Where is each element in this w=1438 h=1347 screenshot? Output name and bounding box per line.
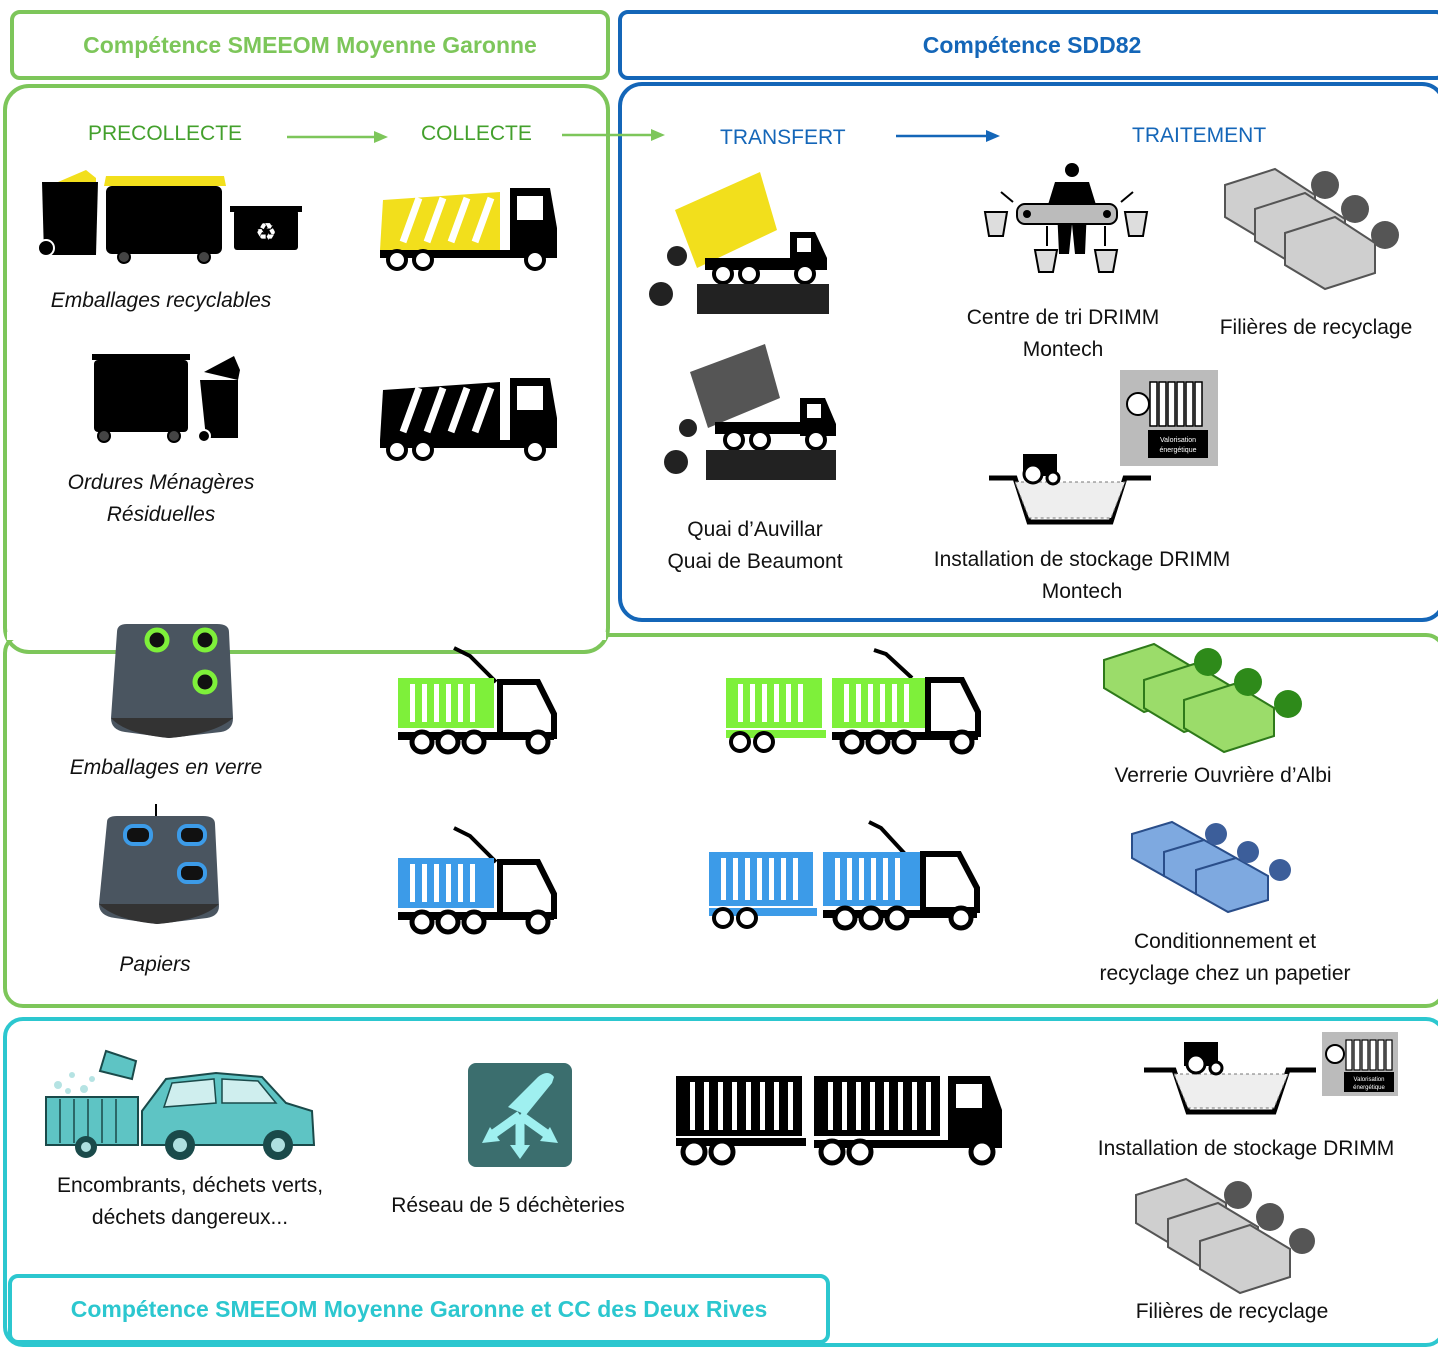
factory-grey-icon (1224, 167, 1399, 291)
label-filieres-bottom: Filières de recyclage (1135, 1300, 1329, 1323)
label-verrerie: Verrerie Ouvrière d’Albi (1114, 764, 1332, 787)
panel-join (7, 632, 606, 640)
smeeom-header-text: Compétence SMEEOM Moyenne Garonne (83, 31, 537, 58)
step-collecte: COLLECTE (421, 122, 532, 145)
flow-arrows (287, 129, 1000, 143)
black-bins-icon (92, 354, 240, 443)
recycle-symbol-icon: ♻ (255, 219, 277, 246)
valorisation-text-2: énergétique (1160, 447, 1197, 454)
valorisation-small-text-2: énergétique (1353, 1085, 1385, 1091)
label-centre-tri-line1: Centre de tri DRIMM (966, 306, 1160, 329)
sorting-center-icon (983, 163, 1149, 273)
label-omr-line1: Ordures Ménagères (67, 471, 255, 494)
paper-container-icon (99, 804, 219, 924)
label-papetier-line1: Conditionnement et (1133, 930, 1317, 953)
radiator-small-icon: Valorisation énergétique (1322, 1032, 1398, 1096)
black-road-train-icon (676, 1076, 1002, 1166)
glass-truck-icon (398, 646, 557, 755)
yellow-bins-icon: ♻ (37, 170, 302, 264)
step-transfert: TRANSFERT (720, 126, 846, 149)
factory-green-icon (1103, 642, 1302, 754)
label-stockage-line1: Installation de stockage DRIMM (933, 548, 1231, 571)
label-filieres-recyclage: Filières de recyclage (1219, 316, 1413, 339)
label-encombrants-line1: Encombrants, déchets verts, (56, 1174, 324, 1197)
arrow-icon (896, 130, 1000, 142)
label-encombrants-line2: déchets dangereux... (91, 1206, 289, 1229)
smeeom-header: Compétence SMEEOM Moyenne Garonne (10, 10, 610, 80)
radiator-icon: Valorisation énergétique (1120, 370, 1218, 466)
smeeom-cc-header-text: Compétence SMEEOM Moyenne Garonne et CC … (70, 1295, 768, 1322)
paper-truck-icon (398, 826, 557, 935)
label-quai-line1: Quai d’Auvillar (687, 518, 823, 541)
glass-road-train-icon (726, 648, 981, 755)
label-quai-line2: Quai de Beaumont (667, 550, 843, 573)
label-emballages-recyclables: Emballages recyclables (50, 289, 272, 312)
smeeom-cc-header: Compétence SMEEOM Moyenne Garonne et CC … (8, 1274, 830, 1344)
dump-truck-yellow-icon (649, 172, 829, 314)
factory-blue-icon (1131, 820, 1291, 914)
yellow-truck-icon (380, 188, 557, 271)
decheterie-icon (468, 1063, 572, 1167)
black-truck-icon (380, 378, 557, 461)
dump-truck-grey-icon (664, 344, 836, 480)
label-reseau-decheteries: Réseau de 5 déchèteries (391, 1194, 625, 1217)
factory-grey-small-icon (1135, 1177, 1315, 1295)
glass-paper-panel (3, 633, 1438, 1008)
car-trailer-icon (45, 1049, 316, 1160)
arrow-icon (287, 129, 665, 143)
step-precollecte: PRECOLLECTE (88, 122, 243, 145)
label-papetier-line2: recyclage chez un papetier (1099, 962, 1351, 985)
landfill-small-icon (1144, 1042, 1316, 1115)
paper-road-train-icon (709, 820, 980, 931)
sdd82-header: Compétence SDD82 (618, 10, 1438, 80)
label-papiers: Papiers (119, 953, 191, 976)
label-emballages-verre: Emballages en verre (69, 756, 263, 779)
step-traitement: TRAITEMENT (1132, 124, 1267, 147)
valorisation-text-1: Valorisation (1160, 437, 1196, 444)
label-centre-tri-line2: Montech (1022, 338, 1104, 361)
landfill-icon (989, 454, 1151, 525)
sdd82-header-text: Compétence SDD82 (922, 31, 1142, 58)
label-stockage-line2: Montech (1041, 580, 1123, 603)
label-omr-line2: Résiduelles (106, 503, 216, 526)
sdd82-panel (618, 82, 1438, 622)
glass-container-icon (111, 624, 233, 738)
label-stockage-bottom: Installation de stockage DRIMM (1097, 1137, 1395, 1160)
valorisation-small-text-1: Valorisation (1354, 1077, 1385, 1083)
